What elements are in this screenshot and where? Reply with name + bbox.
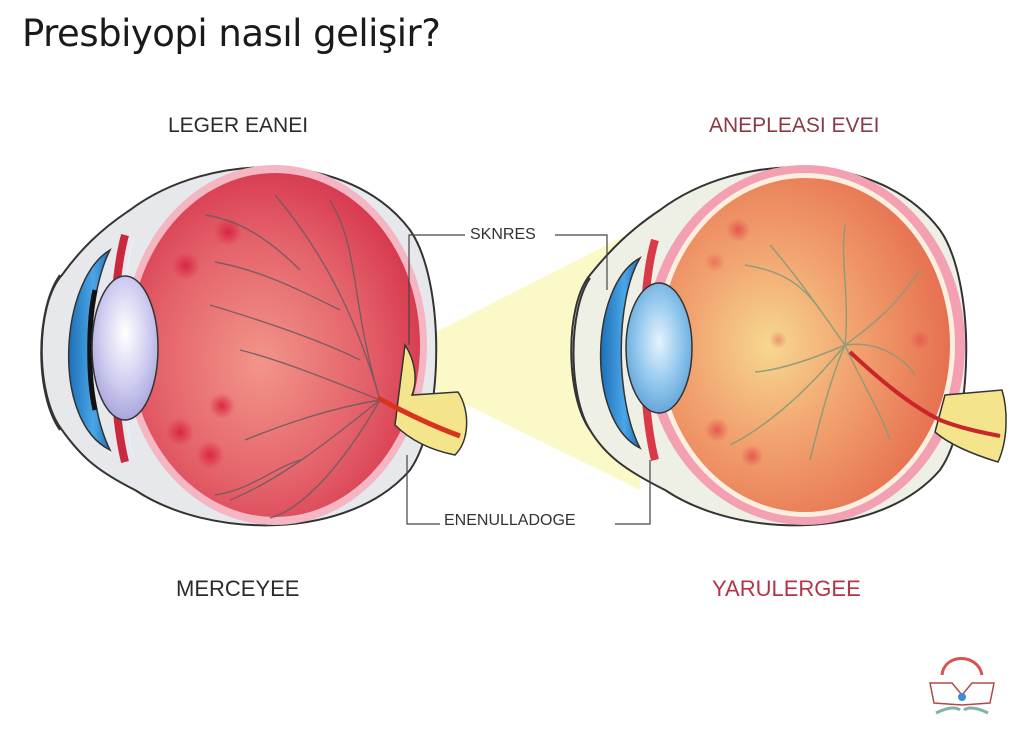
left-eye-top-label: LEGER EANEI	[168, 114, 309, 137]
left-eye	[40, 165, 468, 527]
right-eye-top-label: ANEPLEASI EVEI	[709, 114, 880, 137]
right-eye-bottom-label: YARULERGEE	[712, 576, 861, 601]
left-eye-bottom-label: MERCEYEE	[176, 576, 300, 601]
right-eye	[570, 165, 1007, 527]
eye-clinic-logo-icon	[929, 657, 995, 715]
callout-bracket-bottom	[406, 455, 651, 525]
callout-bracket-top	[408, 234, 608, 345]
callout-bottom-label: ENENULLADOGE	[440, 512, 580, 530]
page-title: Presbiyopi nasıl gelişir?	[22, 12, 441, 55]
callout-top-label: SKNRES	[466, 226, 540, 244]
